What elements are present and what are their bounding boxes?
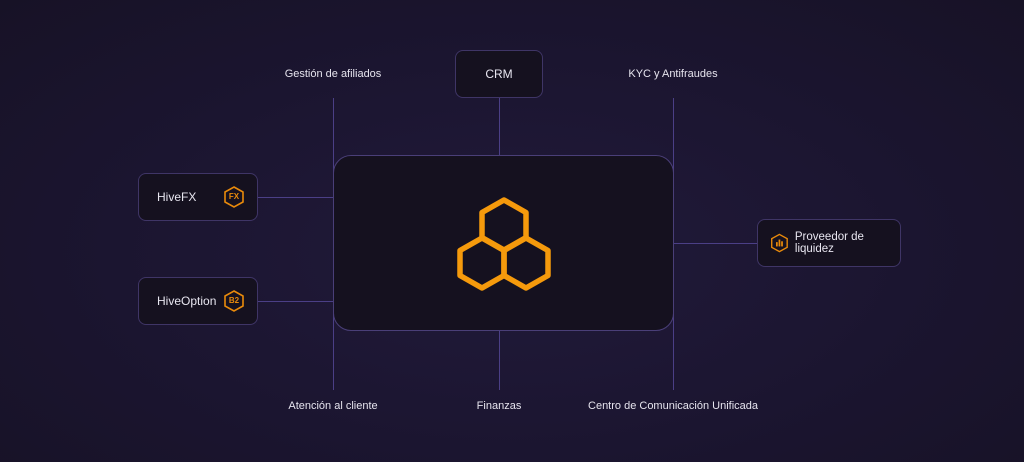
fx-badge-icon: FX xyxy=(223,186,245,208)
connector-line xyxy=(499,330,500,390)
crm-label: CRM xyxy=(485,67,513,81)
b2-badge-icon: B2 xyxy=(223,290,245,312)
connector-line xyxy=(673,243,757,244)
connector-line xyxy=(258,197,333,198)
hiveoption-label: HiveOption xyxy=(157,294,217,308)
label-customer-service: Atención al cliente xyxy=(288,400,378,412)
hive-logo-icon xyxy=(457,197,551,291)
connector-line xyxy=(499,98,500,155)
label-unified-communication: Centro de Comunicación Unificada xyxy=(588,400,758,412)
liquidity-provider-label: Proveedor de liquidez xyxy=(794,231,864,255)
label-affiliates: Gestión de afiliados xyxy=(284,68,382,80)
label-kyc: KYC y Antifraudes xyxy=(628,68,718,80)
label-finance: Finanzas xyxy=(476,400,522,412)
liquidity-provider-box: Proveedor de liquidez xyxy=(757,219,901,267)
hub-box xyxy=(333,155,674,331)
hivefx-label: HiveFX xyxy=(157,190,197,204)
hivefx-box: HiveFX FX xyxy=(138,173,258,221)
connector-line xyxy=(258,301,333,302)
liquidity-chart-icon xyxy=(771,233,788,253)
hiveoption-box: HiveOption B2 xyxy=(138,277,258,325)
crm-box: CRM xyxy=(455,50,543,98)
